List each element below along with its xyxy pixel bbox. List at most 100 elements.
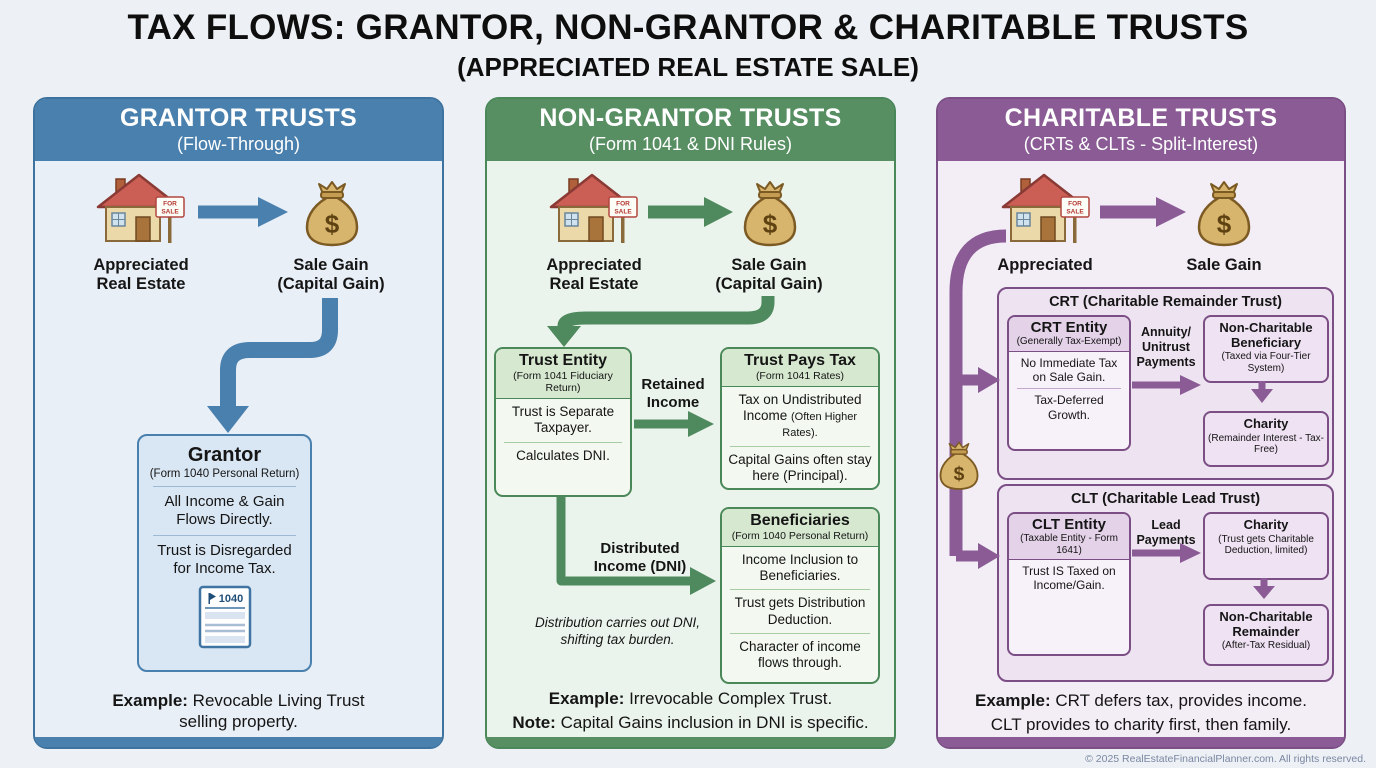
sale-sign-text: SALE <box>1066 209 1084 216</box>
charity-title: Charity <box>1243 416 1289 431</box>
non-grantor-appreciated-real-estate-label: Appreciated Real Estate <box>514 256 674 294</box>
clt-entity-box: CLT Entity (Taxable Entity - Form 1641) … <box>1007 512 1131 656</box>
example-text: Revocable Living Trust selling property. <box>179 691 365 731</box>
divider <box>1017 388 1121 390</box>
clt-entity-title: CLT Entity <box>1032 516 1106 533</box>
sale-sign-text: SALE <box>161 209 179 216</box>
distributed-income-label: Distributed Income (DNI) <box>575 540 705 576</box>
divider <box>730 632 870 634</box>
money-bag-icon: $ <box>743 181 797 247</box>
note-text: Capital Gains inclusion in DNI is specif… <box>555 713 869 732</box>
crt-entity-subtitle: (Generally Tax-Exempt) <box>1016 336 1122 347</box>
dollar-symbol: $ <box>954 464 965 485</box>
beneficiaries-title: Beneficiaries <box>750 512 850 529</box>
charitable-example-line1: Example: CRT defers tax, provides income… <box>938 691 1344 712</box>
money-bag-mid-icon: $ <box>936 440 982 492</box>
house-icon: FOR SALE <box>1001 173 1090 243</box>
label-line: Income <box>646 394 700 411</box>
charitable-panel-header: CHARITABLE TRUSTS (CRTs & CLTs - Split-I… <box>938 99 1344 161</box>
charitable-bottom-bar <box>938 737 1344 747</box>
example-text: Irrevocable Complex Trust. <box>624 689 833 708</box>
point-main: Tax on Undistributed Income <box>738 392 862 424</box>
crt-box: CRT (Charitable Remainder Trust) CRT Ent… <box>997 287 1334 480</box>
label-line: Appreciated <box>93 256 189 274</box>
trust-pays-tax-subtitle: (Form 1041 Rates) <box>755 370 845 382</box>
annuity-unitrust-payments-label: Annuity/ Unitrust Payments <box>1131 325 1201 370</box>
charitable-appreciated-label: Appreciated <box>997 256 1093 274</box>
example-label: Example: <box>112 691 188 710</box>
page-subtitle: (APPRECIATED REAL ESTATE SALE) <box>457 52 919 82</box>
label-line: Appreciated <box>546 256 642 274</box>
divider <box>730 589 870 591</box>
grantor-panel-subtitle: (Flow-Through) <box>176 134 301 154</box>
beneficiary-title: Non-Charitable Beneficiary <box>1219 320 1313 350</box>
grantor-trusts-panel: GRANTOR TRUSTS (Flow-Through) FOR SALE A… <box>33 97 444 749</box>
page-title: TAX FLOWS: GRANTOR, NON-GRANTOR & CHARIT… <box>127 8 1249 47</box>
non-grantor-bottom-bar <box>487 737 894 747</box>
label-line: Distributed <box>600 540 680 557</box>
crt-box-title: CRT (Charitable Remainder Trust) <box>1049 294 1282 310</box>
trust-entity-point: Trust is Separate Taxpayer. <box>511 404 615 436</box>
distribution-note: Distribution carries out DNI, shifting t… <box>534 615 701 647</box>
label-line: Sale Gain <box>731 256 807 274</box>
clt-charity-box: Charity (Trust gets Charitable Deduction… <box>1203 512 1329 580</box>
trust-entity-point: Calculates DNI. <box>516 447 610 463</box>
label-line: (Capital Gain) <box>277 275 385 294</box>
divider <box>730 445 870 447</box>
dollar-symbol: $ <box>1217 209 1232 239</box>
grantor-bottom-bar <box>35 737 442 747</box>
non-grantor-panel-subtitle: (Form 1041 & DNI Rules) <box>588 134 793 154</box>
trust-pays-tax-point: Tax on Undistributed Income (Often Highe… <box>722 387 878 446</box>
label-line: Sale Gain <box>293 256 369 274</box>
charitable-trusts-panel: CHARITABLE TRUSTS (CRTs & CLTs - Split-I… <box>936 97 1346 749</box>
form-1040-icon: 1040 <box>147 585 302 649</box>
clt-box-title: CLT (Charitable Lead Trust) <box>1070 491 1261 507</box>
non-grantor-note-line: Note: Capital Gains inclusion in DNI is … <box>487 713 894 734</box>
clt-entity-point: Trust IS Taxed on Income/Gain. <box>1022 564 1116 593</box>
non-charitable-remainder-box: Non-Charitable Remainder (After-Tax Resi… <box>1203 604 1329 666</box>
beneficiaries-box: Beneficiaries (Form 1040 Personal Return… <box>720 507 880 684</box>
point-small: (Often Higher Rates). <box>782 411 858 440</box>
trust-entity-title: Trust Entity <box>518 352 607 369</box>
sale-sign-text: FOR <box>163 201 177 208</box>
label-line: Payments <box>1136 355 1196 369</box>
charitable-sale-gain-label: Sale Gain <box>1186 256 1262 274</box>
clt-entity-subtitle: (Taxable Entity - Form 1641) <box>1020 533 1118 556</box>
label-line: Real Estate <box>549 275 639 294</box>
grantor-box-title: Grantor <box>187 444 262 466</box>
non-grantor-trusts-panel: NON-GRANTOR TRUSTS (Form 1041 & DNI Rule… <box>485 97 896 749</box>
sale-sign-text: SALE <box>614 209 632 216</box>
charity-title: Charity <box>1243 517 1289 532</box>
crt-entity-title: CRT Entity <box>1030 319 1108 336</box>
beneficiaries-subtitle: (Form 1040 Personal Return) <box>731 530 869 542</box>
label-line: Retained <box>641 376 705 393</box>
example-text: CLT provides to charity first, then fami… <box>990 715 1292 734</box>
form-1040-icon: 1040 <box>198 585 251 649</box>
retained-income-label: Retained Income <box>629 376 717 412</box>
label-line: Unitrust <box>1142 340 1190 354</box>
non-charitable-beneficiary-box: Non-Charitable Beneficiary (Taxed via Fo… <box>1203 315 1329 383</box>
divider <box>504 441 622 443</box>
charitable-money-bag-icon: $ <box>1193 179 1255 249</box>
crt-entity-point: No Immediate Tax on Sale Gain. <box>1020 355 1118 384</box>
crt-entity-point: Tax-Deferred Growth. <box>1034 393 1104 422</box>
beneficiaries-header: Beneficiaries (Form 1040 Personal Return… <box>722 509 878 548</box>
non-grantor-sale-gain-label: Sale Gain (Capital Gain) <box>689 256 849 294</box>
money-bag-icon: $ <box>1197 181 1251 247</box>
lead-payments-label: Lead Payments <box>1131 518 1201 548</box>
non-grantor-house-for-sale-icon: FOR SALE <box>545 169 640 251</box>
charity-subtitle: (Trust gets Charitable Deduction, limite… <box>1218 533 1314 557</box>
example-label: Example: <box>548 689 625 708</box>
charitable-panel-subtitle: (CRTs & CLTs - Split-Interest) <box>1023 134 1259 154</box>
trust-pays-tax-box: Trust Pays Tax (Form 1041 Rates) Tax on … <box>720 347 880 490</box>
label-line: Real Estate <box>96 275 186 294</box>
grantor-house-for-sale-icon: FOR SALE <box>92 169 187 251</box>
trust-pays-tax-title: Trust Pays Tax <box>744 352 856 369</box>
house-icon: FOR SALE <box>549 173 638 243</box>
grantor-box-point: Trust is Disregarded for Income Tax. <box>157 542 292 577</box>
beneficiaries-point: Character of income flows through. <box>739 638 861 670</box>
remainder-title: Non-Charitable Remainder <box>1219 609 1313 639</box>
charitable-example-line2: CLT provides to charity first, then fami… <box>938 715 1344 736</box>
grantor-sale-gain-label: Sale Gain (Capital Gain) <box>251 256 411 294</box>
label-line: Annuity/ <box>1141 325 1191 339</box>
